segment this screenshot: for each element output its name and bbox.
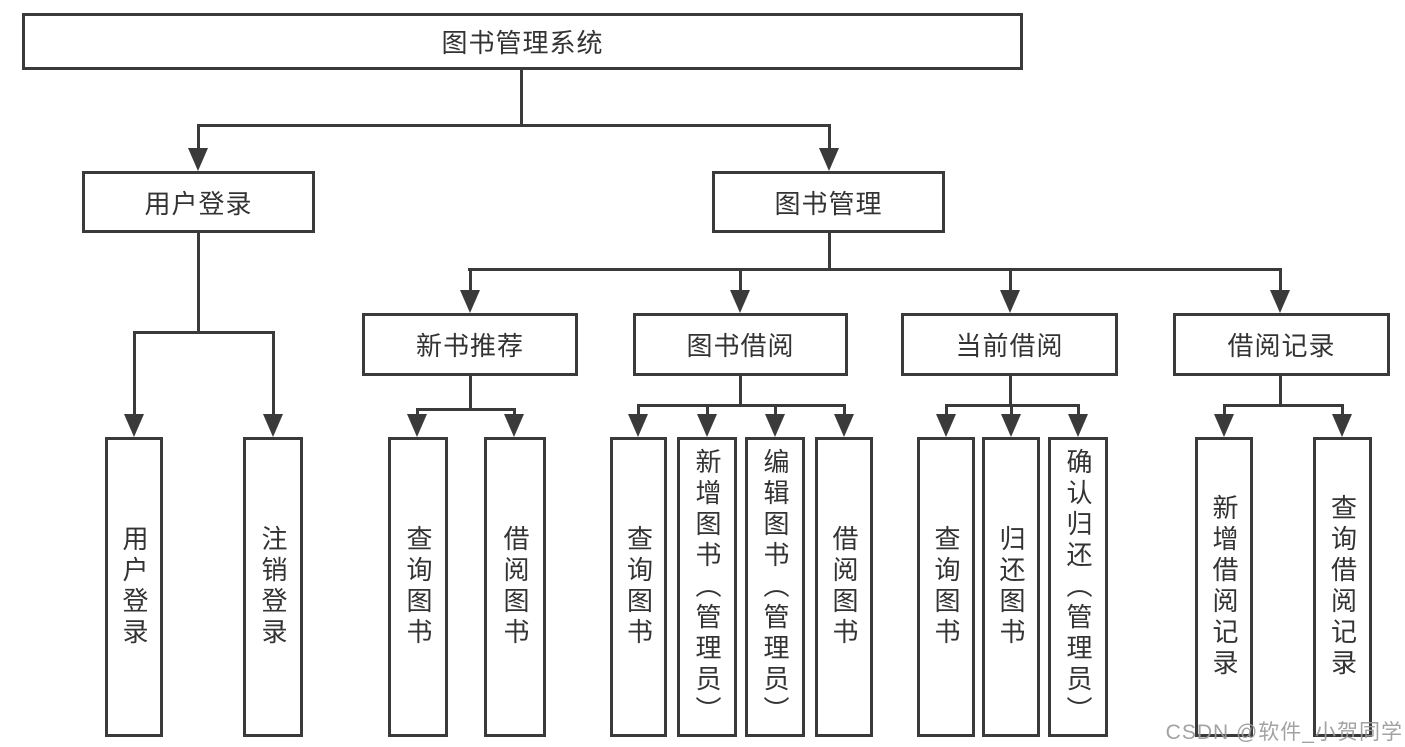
node-label: 当前借阅 <box>955 331 1064 361</box>
connector-drop <box>469 268 472 293</box>
arrow-down-icon <box>730 290 750 313</box>
leaf-logout: 注销登录 <box>243 437 303 737</box>
connector-hline-user-login <box>133 331 275 334</box>
node-book-management-branch: 图书管理 <box>712 171 945 233</box>
node-label: 图书借阅 <box>686 331 795 361</box>
connector-hline-new-book <box>416 408 516 411</box>
connector-drop <box>739 268 742 293</box>
connector-stem-new-book <box>469 376 472 411</box>
node-book-borrowing: 图书借阅 <box>633 313 848 376</box>
leaf-confirm-return-admin: 确认归还（管理员） <box>1048 437 1108 737</box>
connector-hline-level2 <box>468 268 1281 271</box>
csdn-watermark: CSDN @软件_小贺同学 <box>1165 721 1403 744</box>
node-label: 查询图书 <box>403 525 433 649</box>
connector-drop <box>843 404 846 417</box>
connector-hline-borrowing-records <box>1223 404 1344 407</box>
arrow-down-icon <box>765 414 785 437</box>
node-label: 归还图书 <box>996 525 1026 649</box>
node-library-management-system: 图书管理系统 <box>22 13 1023 70</box>
arrow-down-icon <box>124 414 144 437</box>
arrow-down-icon <box>407 414 427 437</box>
node-label: 确认归还（管理员） <box>1063 447 1093 727</box>
leaf-query-books-recommendation: 查询图书 <box>388 437 448 737</box>
leaf-edit-books-admin: 编辑图书（管理员） <box>745 437 805 737</box>
arrow-down-icon <box>697 414 717 437</box>
connector-drop <box>1279 268 1282 293</box>
leaf-borrow-books-recommendation: 借阅图书 <box>484 437 546 737</box>
arrow-down-icon <box>834 414 854 437</box>
node-label: 借阅记录 <box>1227 331 1336 361</box>
arrow-down-icon <box>1068 414 1088 437</box>
arrow-down-icon <box>936 414 956 437</box>
node-current-borrowing: 当前借阅 <box>901 313 1118 376</box>
node-borrowing-records: 借阅记录 <box>1173 313 1390 376</box>
connector-stem-book-borrowing <box>739 376 742 407</box>
connector-drop <box>513 408 516 417</box>
connector-drop <box>416 408 419 417</box>
arrow-down-icon <box>188 148 208 171</box>
arrow-down-icon <box>460 290 480 313</box>
connector-drop <box>1341 404 1344 417</box>
arrow-down-icon <box>1214 414 1234 437</box>
connector-hline-book-borrowing <box>637 404 846 407</box>
connector-hline-level1 <box>197 124 831 127</box>
connector-drop <box>637 404 640 417</box>
node-label: 查询借阅记录 <box>1327 494 1358 680</box>
node-label: 注销登录 <box>258 525 288 649</box>
connector-stem-user-login <box>197 233 200 333</box>
leaf-query-borrow-record: 查询借阅记录 <box>1313 437 1372 737</box>
leaf-return-books: 归还图书 <box>982 437 1040 737</box>
node-label: 图书管理系统 <box>441 28 604 58</box>
node-label: 用户登录 <box>144 188 253 219</box>
connector-drop <box>1077 404 1080 417</box>
connector-drop <box>272 331 275 417</box>
arrow-down-icon <box>1270 290 1290 313</box>
node-label: 查询图书 <box>931 525 961 649</box>
connector-drop <box>1010 404 1013 417</box>
connector-drop <box>133 331 136 417</box>
connector-drop <box>828 124 831 152</box>
node-user-login-branch: 用户登录 <box>82 171 315 233</box>
node-label: 新书推荐 <box>415 331 524 361</box>
node-label: 新增借阅记录 <box>1209 494 1239 680</box>
arrow-down-icon <box>504 414 524 437</box>
connector-drop <box>197 124 200 152</box>
connector-drop <box>774 404 777 417</box>
leaf-add-borrow-record: 新增借阅记录 <box>1195 437 1253 737</box>
arrow-down-icon <box>819 148 839 171</box>
node-label: 新增图书（管理员） <box>692 447 722 727</box>
arrow-down-icon <box>1332 414 1352 437</box>
connector-stem-root <box>520 70 523 126</box>
leaf-query-books-current: 查询图书 <box>917 437 975 737</box>
connector-drop <box>706 404 709 417</box>
node-new-book-recommendation: 新书推荐 <box>362 313 578 376</box>
leaf-borrow-books: 借阅图书 <box>815 437 873 737</box>
arrow-down-icon <box>263 414 283 437</box>
node-label: 编辑图书（管理员） <box>760 447 790 727</box>
node-label: 借阅图书 <box>500 525 530 649</box>
leaf-query-books-borrowing: 查询图书 <box>610 437 667 737</box>
connector-drop <box>945 404 948 417</box>
arrow-down-icon <box>1000 290 1020 313</box>
node-label: 查询图书 <box>623 525 654 649</box>
node-label: 图书管理 <box>774 188 883 219</box>
connector-stem-book-management <box>828 233 831 271</box>
connector-drop <box>1009 268 1012 293</box>
leaf-add-books-admin: 新增图书（管理员） <box>677 437 737 737</box>
connector-stem-current-borrowing <box>1009 376 1012 407</box>
connector-drop <box>1223 404 1226 417</box>
node-label: 用户登录 <box>119 525 149 649</box>
leaf-user-login: 用户登录 <box>105 437 163 737</box>
arrow-down-icon <box>1001 414 1021 437</box>
connector-stem-borrowing-records <box>1279 376 1282 407</box>
arrow-down-icon <box>628 414 648 437</box>
node-label: 借阅图书 <box>829 525 859 649</box>
